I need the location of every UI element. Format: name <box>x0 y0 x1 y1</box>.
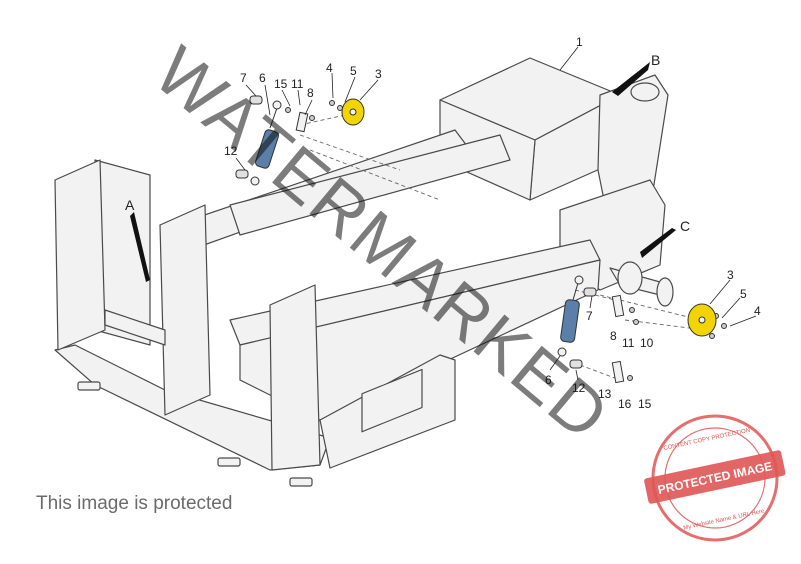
bolt-top-a <box>285 107 291 113</box>
yellow-disc-bottom-hole <box>698 316 706 324</box>
access-panel <box>361 368 423 433</box>
bracket-bottom-lower <box>611 360 625 384</box>
protection-notice: This image is protected <box>36 493 233 514</box>
callout-7-bottom: 7 <box>586 309 593 323</box>
callout-13-bottom: 13 <box>598 387 612 401</box>
callout-c: C <box>680 218 690 234</box>
bolt-bottom-a <box>629 307 635 313</box>
callout-5-bottom: 5 <box>740 287 747 301</box>
left-cage-bar <box>104 309 166 346</box>
shaft-c-collar <box>617 261 643 295</box>
left-cage-post-b <box>159 204 211 416</box>
gas-spring-bottom <box>560 299 580 343</box>
bushing-bottom <box>583 287 597 297</box>
bushing-top-lower <box>235 169 249 179</box>
callout-3-bottom: 3 <box>727 268 734 282</box>
callout-6-top: 6 <box>259 71 266 85</box>
left-cage-post-c <box>269 284 321 471</box>
gas-spring-top <box>255 129 279 169</box>
hardware-bottom-right <box>557 275 727 384</box>
base-plate <box>54 344 331 471</box>
pointer-arrow-a <box>130 212 150 282</box>
callout-b: B <box>651 52 660 68</box>
callout-6-bottom: 6 <box>545 373 552 387</box>
gas-spring-bottom-eye <box>574 275 584 285</box>
callout-7-top: 7 <box>240 71 247 85</box>
foot-left <box>77 381 101 391</box>
callout-15-top: 15 <box>274 77 288 91</box>
callout-4-bottom: 4 <box>754 304 761 318</box>
bracket-bottom <box>611 294 625 318</box>
gas-spring-top-rod <box>269 107 278 129</box>
left-cage-post-a <box>54 159 106 351</box>
callout-labels: 1 B A C 7 6 15 11 8 4 5 3 12 3 5 4 7 12 … <box>125 35 761 411</box>
gas-spring-top-eye <box>272 100 282 110</box>
callout-8-top: 8 <box>307 86 314 100</box>
inner-channel <box>229 134 511 236</box>
foot-mid <box>217 457 241 467</box>
callout-12-top: 12 <box>224 144 238 158</box>
yellow-disc-top-hole <box>349 108 357 116</box>
callout-8-bottom: 8 <box>610 329 617 343</box>
callout-5-top: 5 <box>350 64 357 78</box>
bushing-bottom-lower <box>569 359 583 369</box>
callout-15-bottom: 15 <box>638 397 652 411</box>
callout-11-top: 11 <box>291 77 304 91</box>
bolt-top-c <box>329 100 335 106</box>
bolt-bottom-b <box>633 319 639 325</box>
callout-3-top: 3 <box>375 67 382 81</box>
foot-right <box>289 477 313 487</box>
upright-b-hole <box>630 82 660 102</box>
hardware-top-left <box>235 95 365 186</box>
callout-16-bottom: 16 <box>618 397 632 411</box>
pointer-arrows <box>130 62 676 282</box>
callout-12-bottom: 12 <box>572 381 586 395</box>
front-rail-side <box>239 259 601 421</box>
bracket-top <box>295 111 309 133</box>
callout-10-bottom: 10 <box>640 336 654 350</box>
gas-spring-bottom-rod <box>572 282 579 301</box>
pointer-arrow-c <box>640 228 676 258</box>
callout-a: A <box>125 197 135 213</box>
gas-spring-bottom-lower-eye <box>557 347 567 357</box>
callout-11-bottom: 11 <box>622 336 635 350</box>
bolt-top-b <box>309 115 315 121</box>
bolt-bottom-f <box>709 333 715 339</box>
frame-assembly <box>54 57 674 487</box>
bolt-bottom-c <box>627 375 633 381</box>
pointer-arrow-b <box>612 62 650 96</box>
gas-spring-top-lower-eye <box>250 176 260 186</box>
callout-1: 1 <box>576 35 583 49</box>
protected-stamp: PROTECTED IMAGE CONTENT COPY PROTECTION … <box>644 414 786 542</box>
shaft-c-end <box>656 277 674 307</box>
bolt-bottom-e <box>721 323 727 329</box>
callout-4-top: 4 <box>326 61 333 75</box>
leader-lines <box>235 46 757 381</box>
